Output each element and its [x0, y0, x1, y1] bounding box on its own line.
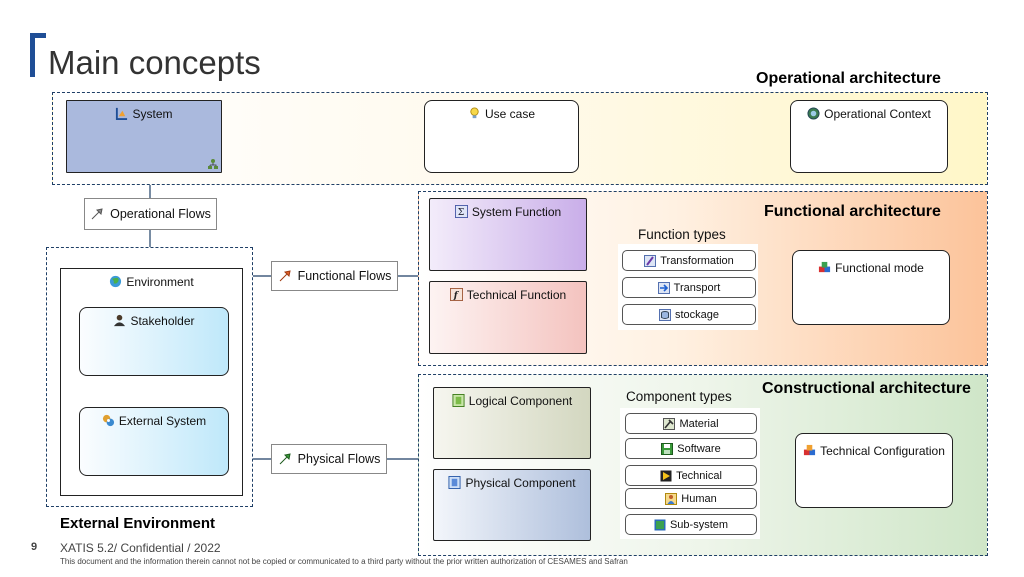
system-function-label: System Function [471, 205, 562, 219]
page-title: Main concepts [48, 44, 261, 81]
function-type-label: stockage [674, 308, 720, 321]
functional-mode-node[interactable]: Functional mode [792, 250, 950, 325]
component-type-label: Human [681, 492, 717, 505]
component-type-sub-system[interactable]: Sub-system [625, 514, 757, 535]
floppy-disk-icon [661, 442, 674, 455]
page-number: 9 [31, 541, 38, 553]
human-icon [665, 492, 678, 505]
system-function-node[interactable]: Σ System Function [429, 198, 587, 271]
component-type-label: Software [677, 442, 721, 455]
lightbulb-icon [470, 107, 479, 119]
technical-function-node[interactable]: f Technical Function [429, 281, 587, 354]
technical-function-label: Technical Function [466, 288, 567, 302]
physical-flows-label: Physical Flows [297, 452, 381, 466]
component-type-human[interactable]: Human [625, 488, 757, 509]
arrow-right-icon [657, 281, 670, 294]
external-system-icon [102, 414, 114, 427]
function-type-transformation[interactable]: Transformation [622, 250, 756, 271]
configuration-icon [804, 444, 816, 456]
function-types-title: Function types [638, 227, 726, 242]
stakeholder-label: Stakeholder [130, 314, 195, 328]
operational-context-node[interactable]: Operational Context [790, 100, 948, 173]
sigma-icon: Σ [454, 205, 468, 218]
physical-component-icon [448, 476, 462, 489]
gray-arrow-icon [91, 208, 103, 220]
functional-flows-label: Functional Flows [297, 269, 392, 283]
logical-component-node[interactable]: Logical Component [433, 387, 591, 459]
external-environment-label: External Environment [60, 515, 216, 532]
external-system-label: External System [118, 414, 207, 428]
logical-component-label: Logical Component [468, 394, 573, 408]
component-type-software[interactable]: Software [625, 438, 757, 459]
component-type-label: Technical [676, 469, 722, 482]
function-f-icon: f [449, 288, 463, 301]
svg-text:Σ: Σ [458, 207, 465, 218]
function-type-transport[interactable]: Transport [622, 277, 756, 298]
physical-component-node[interactable]: Physical Component [433, 469, 591, 541]
component-types-title: Component types [626, 389, 732, 404]
system-icon [116, 107, 128, 120]
operational-architecture-label: Operational architecture [756, 70, 941, 87]
component-type-technical[interactable]: Technical [625, 465, 757, 486]
storage-icon [658, 308, 671, 321]
function-type-label: Transport [673, 281, 721, 294]
sub-system-icon [654, 519, 666, 530]
technical-configuration-node[interactable]: Technical Configuration [795, 433, 953, 508]
green-arrow-icon [279, 453, 291, 465]
decomposition-icon [208, 159, 218, 169]
globe-icon [110, 275, 122, 288]
logical-component-icon [452, 394, 465, 407]
material-icon [663, 417, 676, 430]
operational-flows-box[interactable]: Operational Flows [84, 198, 217, 230]
svg-text:f: f [453, 290, 460, 301]
footer-text: XATIS 5.2/ Confidential / 2022 [60, 541, 221, 555]
stakeholder-node[interactable]: Stakeholder [79, 307, 229, 376]
environment-label: Environment [126, 275, 194, 289]
function-type-stockage[interactable]: stockage [622, 304, 756, 325]
component-type-label: Sub-system [669, 518, 729, 531]
transformation-icon [644, 254, 657, 267]
physical-component-label: Physical Component [465, 476, 576, 490]
orange-arrow-icon [279, 270, 291, 282]
environment-node[interactable]: Environment Stakeholder External System [60, 268, 243, 496]
use-case-label: Use case [484, 107, 536, 121]
physical-flows-box[interactable]: Physical Flows [271, 444, 387, 474]
functional-flows-box[interactable]: Functional Flows [271, 261, 398, 291]
title-accent [30, 33, 46, 77]
functional-mode-label: Functional mode [835, 261, 924, 275]
functional-architecture-label: Functional architecture [764, 203, 941, 220]
operational-flows-label: Operational Flows [110, 207, 211, 221]
technical-icon [660, 470, 672, 481]
external-system-node[interactable]: External System [79, 407, 229, 476]
footer-notice: This document and the information therei… [60, 557, 628, 566]
component-type-label: Material [679, 417, 719, 430]
function-type-label: Transformation [660, 254, 734, 267]
component-type-material[interactable]: Material [625, 413, 757, 434]
use-case-node[interactable]: Use case [424, 100, 579, 173]
stakeholder-icon [114, 314, 126, 327]
blocks-icon [819, 261, 831, 273]
system-node[interactable]: System [66, 100, 222, 173]
constructional-architecture-label: Constructional architecture [762, 380, 971, 397]
technical-configuration-label: Technical Configuration [820, 444, 945, 458]
system-label: System [132, 107, 173, 121]
operational-context-label: Operational Context [824, 107, 931, 121]
context-icon [807, 107, 820, 120]
